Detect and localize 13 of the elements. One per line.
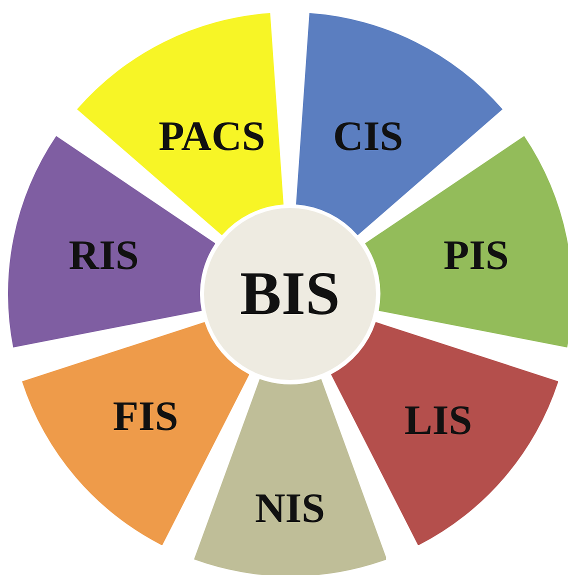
segment-label: FIS (112, 396, 178, 438)
sector-segment (22, 322, 250, 546)
segment-label: LIS (404, 400, 472, 442)
sector-segment (296, 12, 503, 235)
segment-label: RIS (68, 235, 139, 278)
sector-segment (194, 378, 386, 575)
center-label: BIS (240, 263, 340, 325)
sector-segment (330, 322, 558, 546)
sector-segment (77, 12, 284, 235)
segment-label: NIS (254, 488, 325, 530)
segment-label: PIS (444, 235, 509, 278)
segment-label: CIS (333, 116, 404, 158)
segment-label: PACS (158, 116, 266, 158)
